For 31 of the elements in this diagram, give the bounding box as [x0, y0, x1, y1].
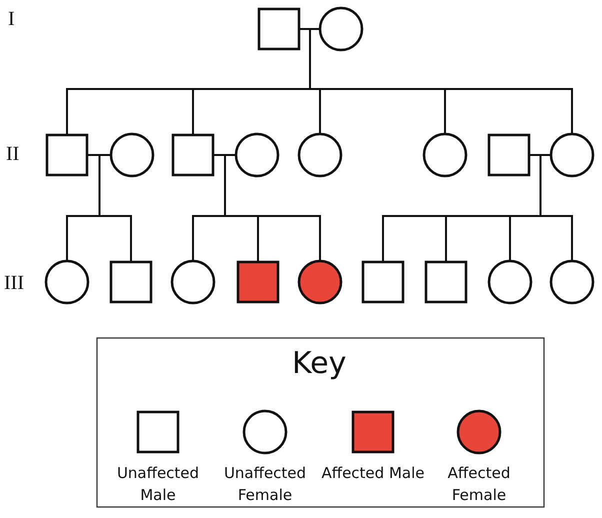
generation-label: III [4, 272, 24, 295]
female-circle-symbol [550, 132, 594, 178]
male-square-symbol [172, 134, 214, 176]
legend-text: Affected Female [446, 463, 512, 506]
female-circle-symbol [298, 260, 342, 304]
pedigree-line [66, 28, 573, 136]
female-circle-symbol [318, 6, 364, 52]
legend-text: Unaffected Male [116, 463, 200, 506]
male-square-symbol [424, 260, 468, 304]
male-square-symbol [46, 134, 88, 176]
female-circle-symbol [234, 132, 280, 178]
female-circle-symbol [298, 132, 342, 178]
male-square-symbol [236, 260, 280, 304]
key-title: Key [292, 346, 346, 381]
female-circle-symbol [488, 260, 532, 304]
female-circle-symbol [44, 260, 90, 304]
legend-text: Affected Male [321, 463, 425, 484]
pedigree-line [66, 154, 132, 263]
generation-label: I [8, 8, 15, 31]
pedigree-line [382, 154, 573, 263]
pedigree-line [192, 154, 321, 263]
male-square-symbol [488, 134, 530, 176]
male-square-symbol [258, 8, 300, 50]
female-circle-symbol [422, 132, 468, 178]
female-circle-symbol [550, 260, 594, 304]
legend-text: Unaffected Female [222, 463, 308, 506]
female-circle-symbol [110, 132, 154, 178]
female-circle-symbol [170, 260, 216, 304]
male-square-symbol [362, 260, 404, 304]
male-square-symbol [110, 260, 152, 304]
generation-label: II [6, 143, 20, 166]
